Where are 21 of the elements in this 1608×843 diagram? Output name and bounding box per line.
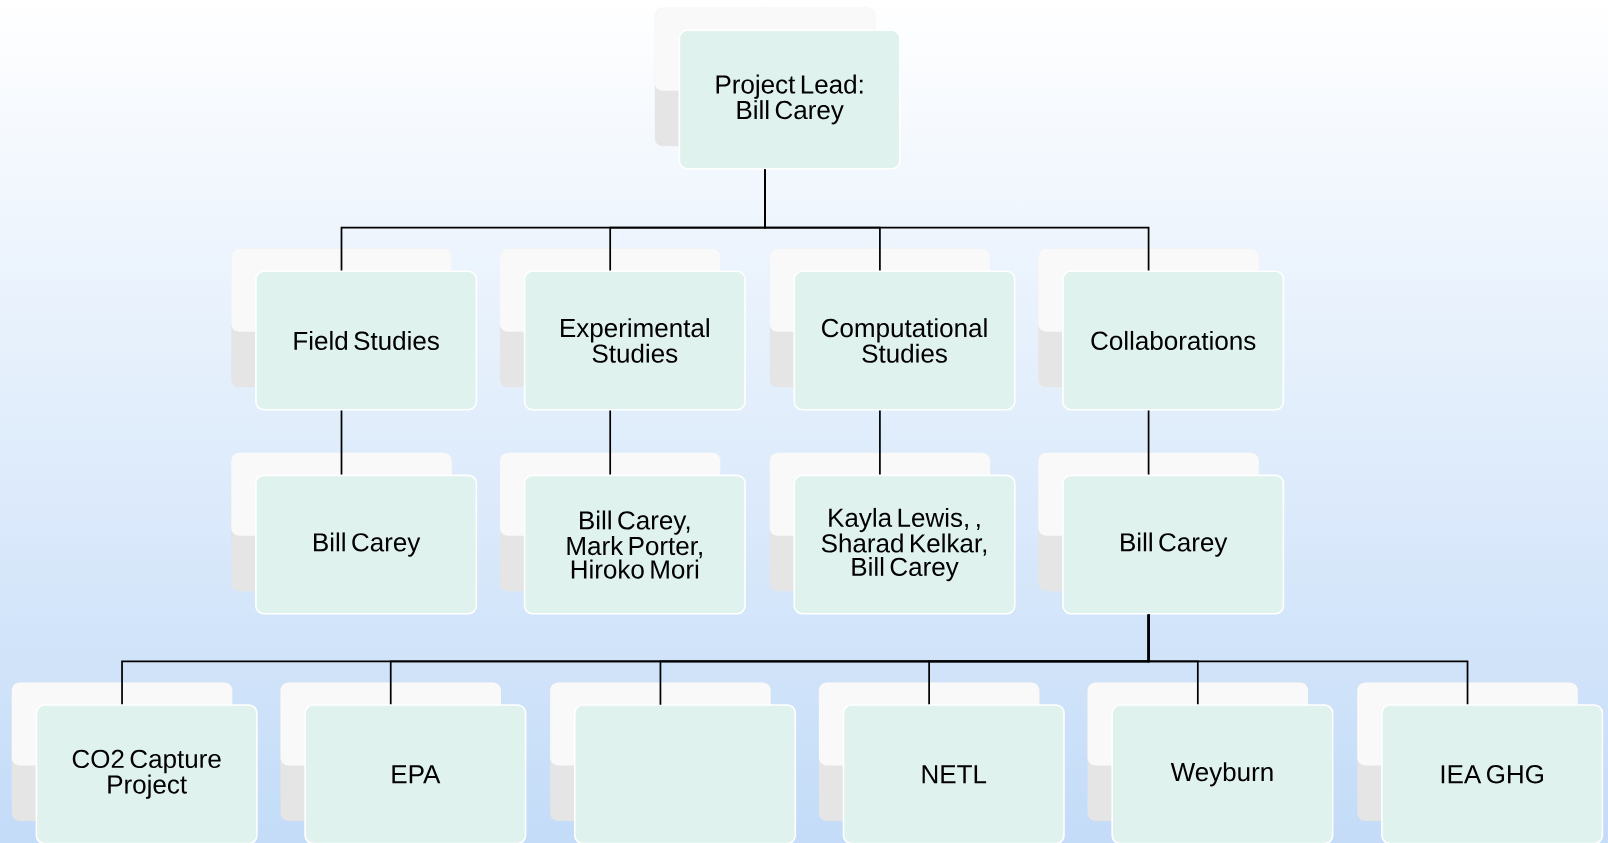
org-box	[574, 704, 797, 843]
org-box: Experimental Studies	[523, 270, 746, 411]
org-box: CO2 Capture Project	[35, 704, 258, 843]
connector-line	[609, 409, 612, 476]
connector-line	[879, 409, 881, 476]
connector-line	[340, 409, 343, 476]
org-box: Computational Studies	[793, 270, 1016, 411]
org-box: Weyburn	[1111, 704, 1334, 843]
org-box: EPA	[304, 704, 527, 843]
org-box: Project Lead: Bill Carey	[678, 29, 901, 170]
connector-line	[1147, 613, 1469, 706]
org-box: IEA GHG	[1381, 704, 1604, 843]
org-box: Bill Carey, Mark Porter, Hiroko Mori	[523, 474, 746, 615]
org-box: Collaborations	[1062, 270, 1285, 411]
connector-line	[764, 168, 1150, 272]
org-box: Bill Carey	[255, 474, 478, 615]
org-box: Kayla Lewis, , Sharad Kelkar, Bill Carey	[793, 474, 1016, 615]
org-box: Field Studies	[255, 270, 478, 411]
org-box: Bill Carey	[1062, 474, 1285, 615]
org-box: NETL	[842, 704, 1065, 843]
connector-line	[1147, 409, 1150, 476]
